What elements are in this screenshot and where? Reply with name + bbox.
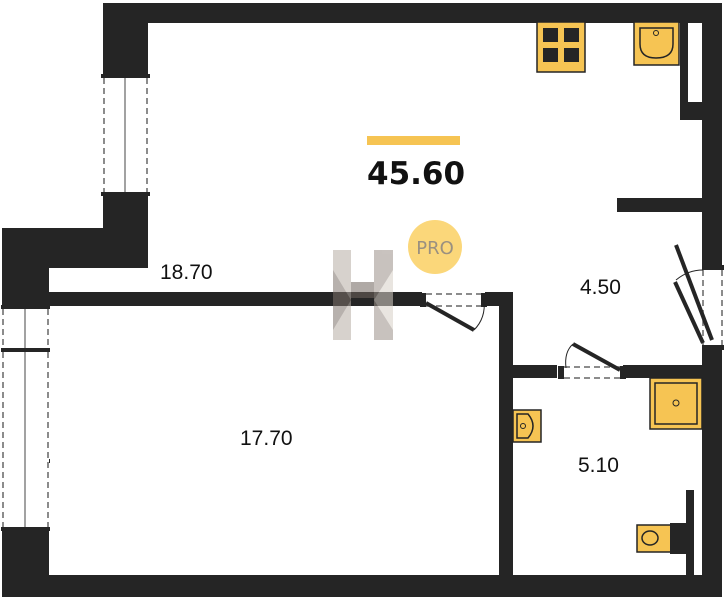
room-area-bedroom: 17.70 <box>240 427 293 450</box>
window-top-left <box>101 74 150 196</box>
kitchen-sink-icon <box>633 21 680 66</box>
total-area-bar <box>367 136 460 145</box>
room-area-bathroom: 5.10 <box>578 454 619 477</box>
pro-badge: PRO <box>408 220 462 274</box>
window-bottom-left <box>1 348 50 531</box>
total-area: 45.60 <box>367 156 465 192</box>
walls <box>2 3 722 597</box>
room-area-living: 18.70 <box>160 261 213 284</box>
entrance-door[interactable] <box>673 244 724 350</box>
bathroom-sink-icon <box>512 409 542 443</box>
door-bedroom[interactable] <box>420 293 487 332</box>
brand-logo <box>333 250 393 340</box>
shower-icon <box>649 377 703 430</box>
toilet-icon <box>636 523 688 554</box>
stove-icon <box>536 21 586 73</box>
door-bathroom[interactable] <box>558 342 626 379</box>
room-area-hall: 4.50 <box>580 276 621 299</box>
svg-text:PRO: PRO <box>416 238 454 259</box>
